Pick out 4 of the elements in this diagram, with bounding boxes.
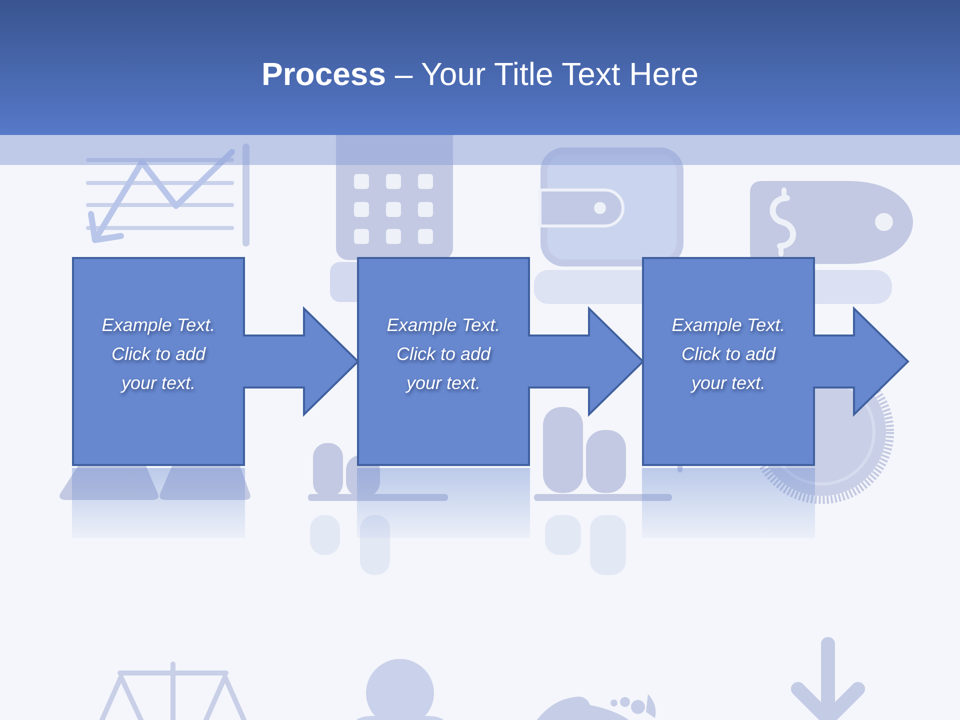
box-text: Example Text. Click to add your text.: [386, 314, 502, 395]
box-text: Example Text. Click to add your text.: [100, 314, 216, 395]
slide-title: Process – Your Title Text Here: [261, 56, 698, 92]
box-text: Example Text. Click to add your text.: [670, 314, 786, 395]
